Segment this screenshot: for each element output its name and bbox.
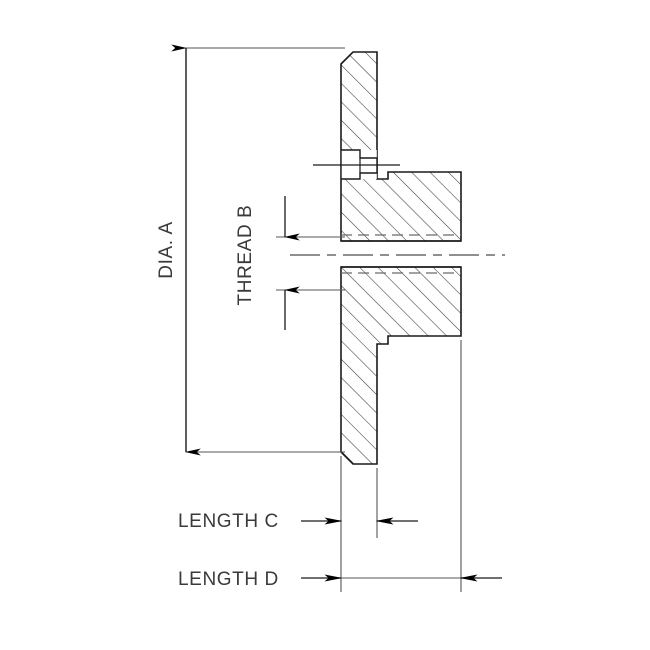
dimension-length-c[interactable]: LENGTH C [178, 511, 418, 532]
dimension-length-d[interactable]: LENGTH D [178, 569, 502, 590]
dimension-dia-a[interactable]: DIA. A [156, 44, 201, 456]
dimension-thread-b[interactable]: THREAD B [235, 196, 300, 330]
dim-label-length-d: LENGTH D [178, 569, 279, 590]
lower-flange-hub-outline [340, 266, 462, 465]
dim-label-dia-a: DIA. A [156, 221, 177, 278]
dim-label-length-c: LENGTH C [178, 511, 279, 532]
dim-label-thread-b: THREAD B [235, 205, 256, 306]
lower-section-solid [340, 266, 462, 465]
extension-lines [186, 47, 462, 592]
part-geometry [290, 51, 505, 465]
